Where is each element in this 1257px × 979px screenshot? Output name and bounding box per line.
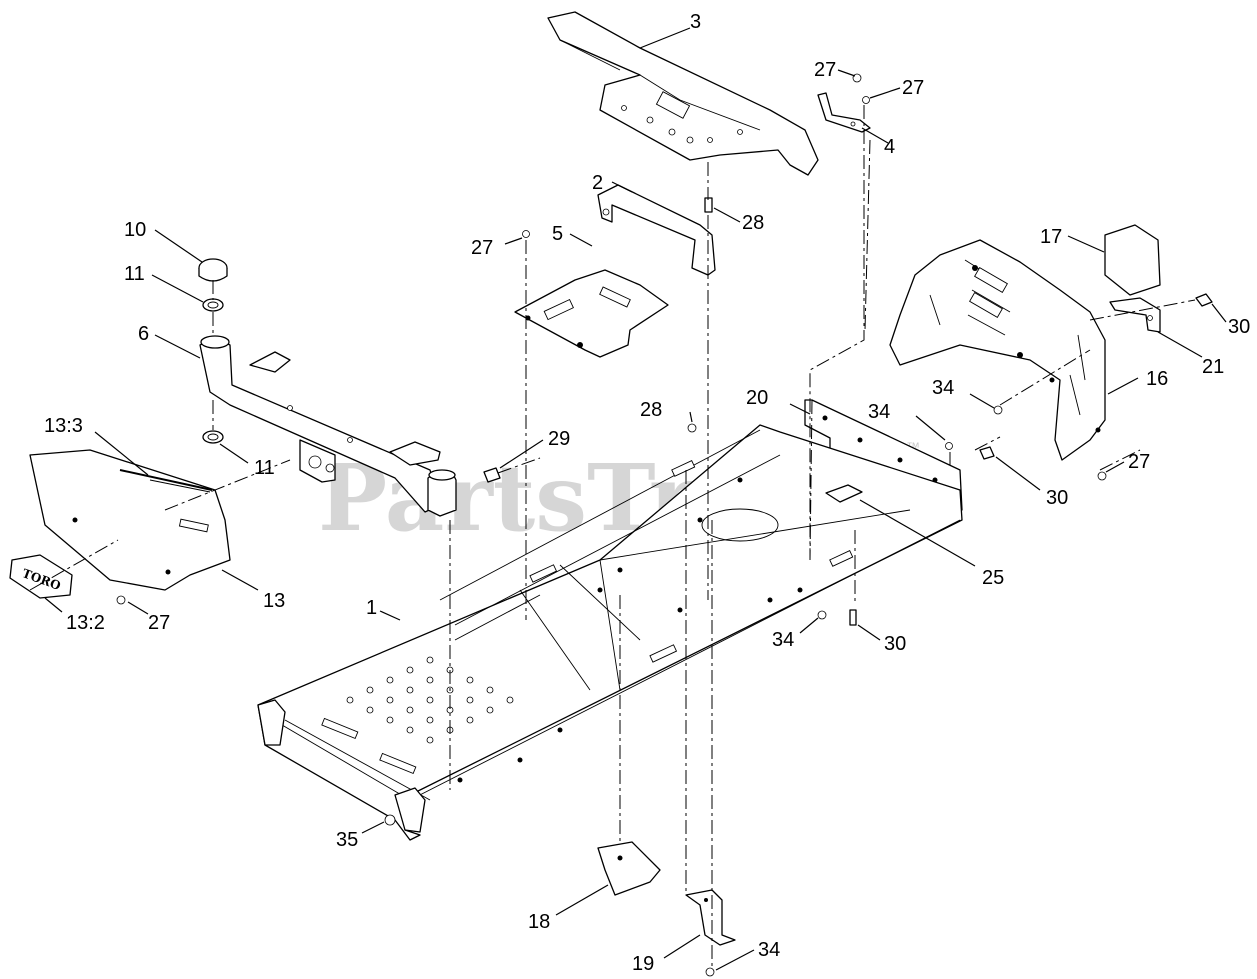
nut-34-frame — [817, 610, 827, 620]
bolt-30-right — [1195, 293, 1213, 307]
bolt-27-seat — [1097, 471, 1107, 481]
callout-27: 27 — [902, 77, 924, 99]
callout-13-3: 13:3 — [44, 415, 83, 437]
part-25-plate — [825, 484, 863, 503]
nut-35 — [384, 814, 396, 826]
nut-34-seat — [993, 405, 1003, 415]
bolt-30-mid — [979, 446, 995, 460]
bolt-27-shield — [116, 595, 126, 605]
part-21-bracket — [1109, 297, 1161, 333]
part-17-decal — [1104, 224, 1161, 296]
callout-1: 1 — [366, 597, 377, 619]
bolt-29 — [483, 467, 501, 483]
part-19-bracket — [685, 889, 736, 946]
part-13-shield — [29, 449, 231, 591]
callout-25: 25 — [982, 567, 1004, 589]
callout-30: 30 — [1046, 487, 1068, 509]
part-13-2-decal: TORO — [9, 554, 73, 599]
callout-13-2: 13:2 — [66, 612, 105, 634]
callout-28: 28 — [742, 212, 764, 234]
part-1-main-frame — [257, 424, 963, 841]
part-3-control-panel — [547, 11, 819, 176]
part-16-seat-frame — [889, 239, 1106, 461]
hardware-fasteners — [116, 73, 1213, 977]
callout-30: 30 — [884, 633, 906, 655]
callout-34: 34 — [772, 629, 794, 651]
callout-34: 34 — [932, 377, 954, 399]
part-11-bushing-bottom — [202, 430, 224, 444]
nut-34-bottom — [705, 967, 715, 977]
part-18-bracket — [597, 841, 661, 896]
callout-21: 21 — [1202, 356, 1224, 378]
callout-2: 2 — [592, 172, 603, 194]
leader-lines — [44, 27, 1227, 971]
callout-34: 34 — [868, 401, 890, 423]
part-11-bushing-top — [202, 298, 224, 312]
bolt-30-lower — [849, 609, 857, 626]
callout-27: 27 — [471, 237, 493, 259]
callout-5: 5 — [552, 223, 563, 245]
callout-11: 11 — [124, 263, 145, 285]
callout-34: 34 — [758, 939, 780, 961]
callout-35: 35 — [336, 829, 358, 851]
part-6-steering-tube — [199, 335, 457, 517]
callout-6: 6 — [138, 323, 149, 345]
callout-3: 3 — [690, 11, 701, 33]
callout-19: 19 — [632, 953, 654, 975]
callout-30: 30 — [1228, 316, 1250, 338]
callout-10: 10 — [124, 219, 146, 241]
bolt-28-frame — [687, 423, 697, 433]
bolt-27-top-right — [862, 96, 870, 104]
part-4-bracket — [817, 92, 871, 133]
callout-27: 27 — [1128, 451, 1150, 473]
nut-34-rear — [945, 442, 953, 450]
callout-16: 16 — [1146, 368, 1168, 390]
callout-20: 20 — [746, 387, 768, 409]
callout-13: 13 — [263, 590, 285, 612]
callout-labels: 3 27 27 4 2 28 10 11 27 5 17 30 6 21 16 … — [44, 11, 1250, 975]
bolt-27-mid — [522, 230, 530, 238]
callout-28: 28 — [640, 399, 662, 421]
callout-29: 29 — [548, 428, 570, 450]
alignment-lines — [29, 105, 1196, 970]
callout-27: 27 — [148, 612, 170, 634]
part-10-cap — [198, 258, 228, 282]
callout-4: 4 — [884, 136, 895, 158]
part-5-plate — [514, 269, 669, 358]
bolt-28-upper — [704, 197, 713, 213]
callout-27: 27 — [814, 59, 836, 81]
callout-18: 18 — [528, 911, 550, 933]
callout-11: 11 — [254, 457, 275, 479]
part-2-bracket — [597, 184, 716, 276]
callout-17: 17 — [1040, 226, 1062, 248]
